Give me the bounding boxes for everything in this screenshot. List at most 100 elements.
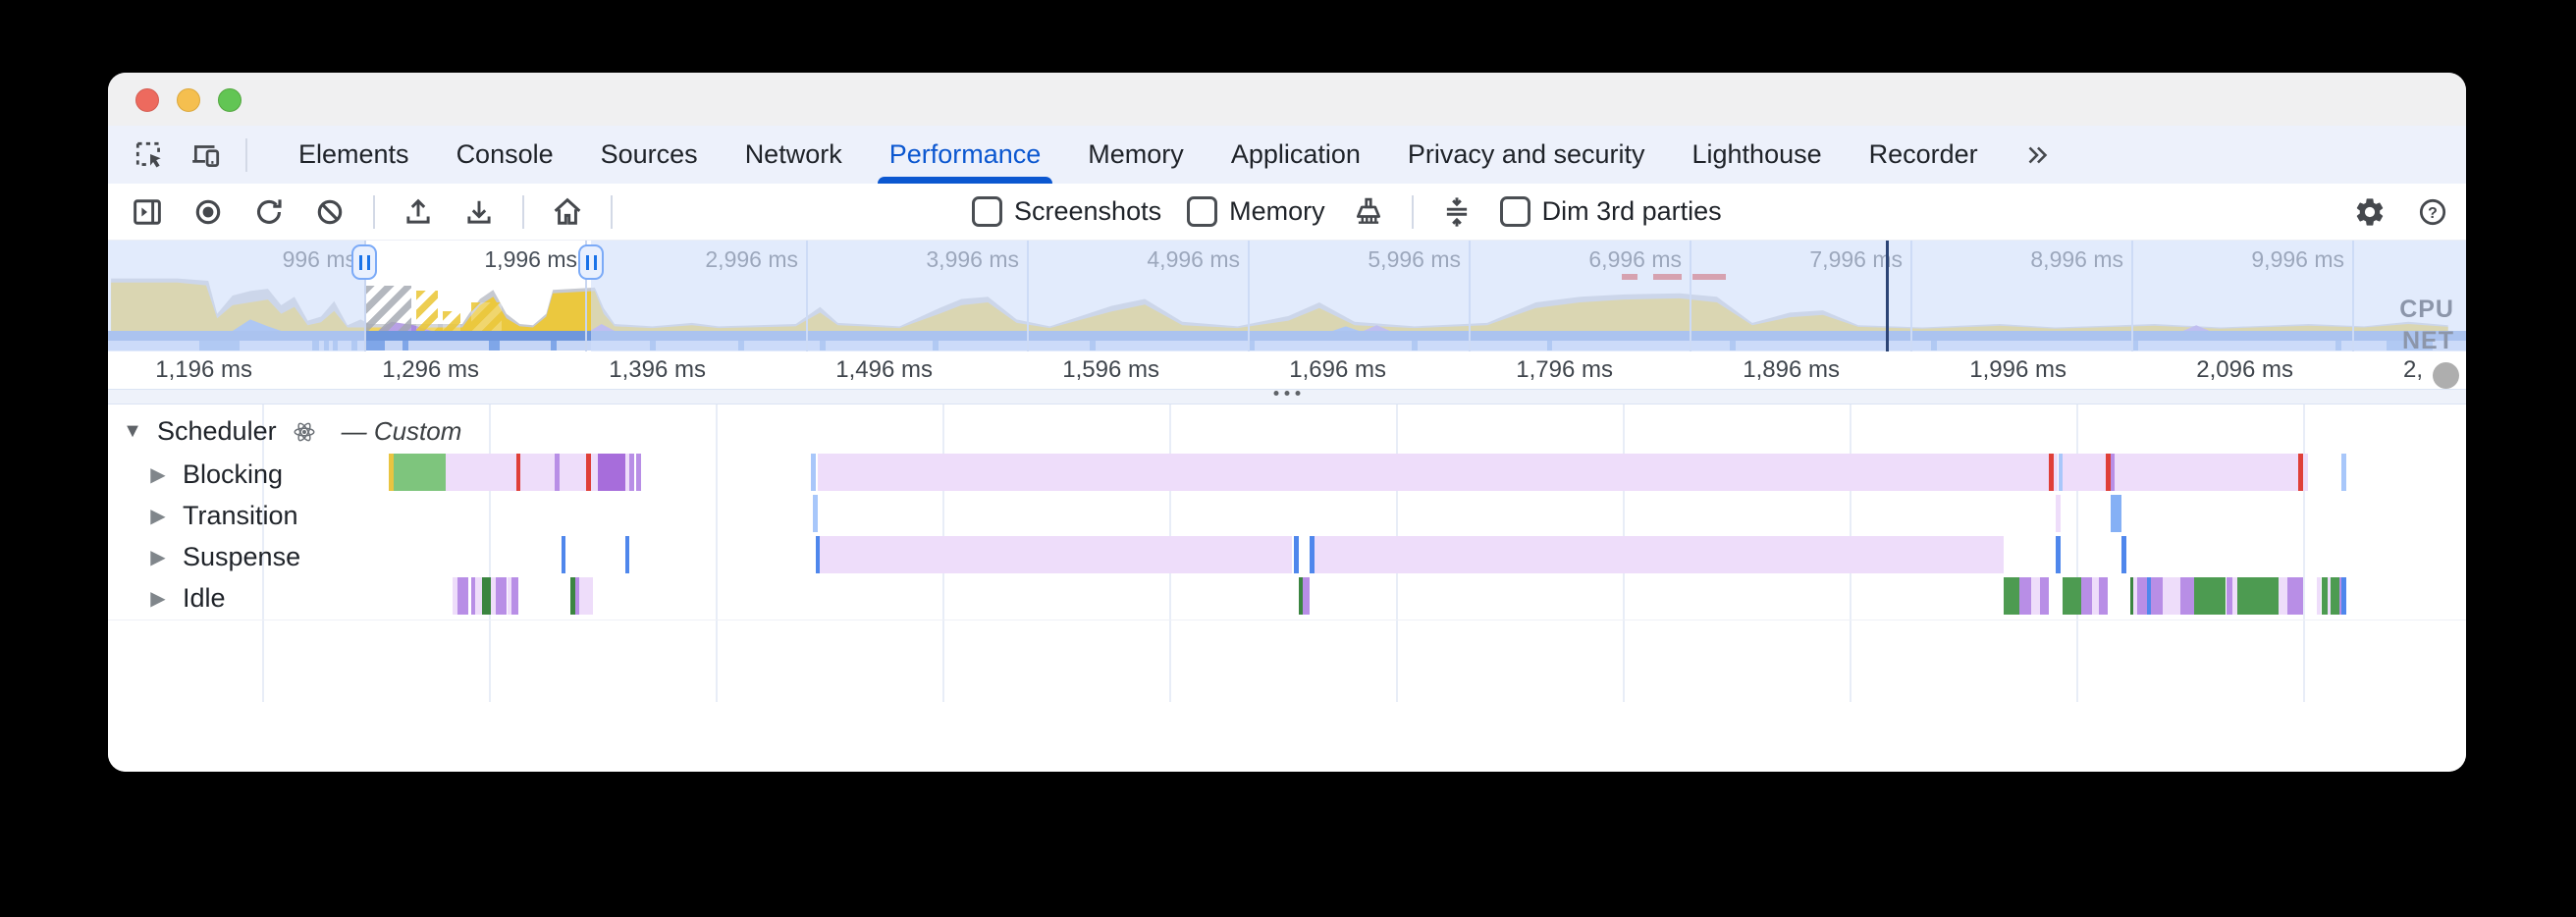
tab-privacy-and-security[interactable]: Privacy and security: [1407, 139, 1645, 169]
flame-entry[interactable]: [507, 577, 512, 615]
flame-entry[interactable]: [2004, 577, 2020, 615]
flame-entry[interactable]: [2341, 577, 2346, 615]
tab-memory[interactable]: Memory: [1088, 139, 1184, 169]
flame-entry[interactable]: [815, 536, 821, 573]
track-scheduler-header[interactable]: ▼ Scheduler — Custom: [122, 416, 461, 447]
tab-console[interactable]: Console: [456, 139, 554, 169]
track-label-idle[interactable]: ▶ Idle: [147, 583, 225, 614]
flame-entry[interactable]: [574, 577, 580, 615]
flame-entry[interactable]: [495, 577, 508, 615]
inspect-icon[interactable]: [132, 137, 167, 173]
flame-entry[interactable]: [2092, 577, 2100, 615]
flame-entry[interactable]: [394, 454, 447, 491]
flame-entry[interactable]: [2115, 454, 2299, 491]
panel-toggle-icon[interactable]: [130, 194, 165, 230]
flame-entry[interactable]: [2330, 577, 2339, 615]
flame-entry[interactable]: [1310, 536, 1315, 573]
flame-entry[interactable]: [2339, 577, 2342, 615]
flame-entry[interactable]: [2321, 577, 2329, 615]
help-icon[interactable]: ?: [2415, 194, 2450, 230]
flame-entry[interactable]: [1298, 577, 1304, 615]
tab-application[interactable]: Application: [1230, 139, 1361, 169]
garbage-broom-icon[interactable]: [1351, 194, 1386, 230]
flame-entry[interactable]: [446, 454, 516, 491]
flame-entry[interactable]: [2130, 577, 2133, 615]
flame-entry[interactable]: [624, 536, 630, 573]
flame-entry[interactable]: [475, 577, 482, 615]
flame-entry[interactable]: [2049, 454, 2054, 491]
expand-triangle-icon[interactable]: ▶: [150, 464, 166, 486]
screenshots-checkbox-group[interactable]: Screenshots: [972, 196, 1161, 227]
tab-performance[interactable]: Performance: [866, 126, 1065, 184]
screenshots-checkbox[interactable]: [972, 196, 1002, 227]
selection-handle-right[interactable]: [578, 244, 605, 280]
flame-entry[interactable]: [2110, 495, 2122, 532]
flame-entry[interactable]: [597, 454, 625, 491]
flame-entry[interactable]: [2063, 577, 2081, 615]
flame-entry[interactable]: [555, 454, 560, 491]
flame-entry[interactable]: [629, 454, 634, 491]
flame-entry[interactable]: [586, 454, 591, 491]
flame-entry[interactable]: [2226, 577, 2233, 615]
expand-triangle-icon[interactable]: ▶: [150, 588, 166, 610]
flame-entry[interactable]: [2194, 577, 2227, 615]
memory-checkbox[interactable]: [1187, 196, 1218, 227]
flame-entry[interactable]: [624, 454, 630, 491]
flame-entry[interactable]: [818, 454, 2050, 491]
flame-entry[interactable]: [561, 536, 566, 573]
zoom-button[interactable]: [218, 88, 242, 112]
flame-entry[interactable]: [2151, 577, 2163, 615]
flame-entry[interactable]: [2316, 577, 2322, 615]
flame-entry[interactable]: [636, 454, 641, 491]
flame-entry[interactable]: [520, 454, 555, 491]
upload-icon[interactable]: [401, 194, 436, 230]
flame-entry[interactable]: [820, 536, 1292, 573]
download-icon[interactable]: [461, 194, 497, 230]
flame-entry[interactable]: [2040, 577, 2050, 615]
flame-entry[interactable]: [2303, 454, 2308, 491]
expand-triangle-icon[interactable]: ▶: [150, 547, 166, 568]
collapse-icon[interactable]: [1439, 194, 1475, 230]
close-button[interactable]: [135, 88, 159, 112]
flame-entry[interactable]: [453, 577, 457, 615]
flame-entry[interactable]: [811, 454, 816, 491]
flame-entry[interactable]: [515, 454, 521, 491]
flame-entry[interactable]: [2053, 454, 2059, 491]
collapse-triangle-icon[interactable]: ▼: [123, 420, 142, 442]
flame-entry[interactable]: [2180, 577, 2195, 615]
flame-entry[interactable]: [2162, 577, 2181, 615]
flame-entry[interactable]: [579, 577, 594, 615]
memory-checkbox-group[interactable]: Memory: [1187, 196, 1325, 227]
flame-entry[interactable]: [2232, 577, 2237, 615]
flame-entry[interactable]: [590, 454, 598, 491]
clear-icon[interactable]: [312, 194, 348, 230]
flame-entry[interactable]: [2030, 577, 2040, 615]
flame-entry[interactable]: [2019, 577, 2031, 615]
flame-entry[interactable]: [2146, 577, 2152, 615]
expand-triangle-icon[interactable]: ▶: [150, 506, 166, 527]
device-toolbar-icon[interactable]: [188, 137, 224, 173]
flame-chart[interactable]: ▼ Scheduler — Custom ▶ Blocking ▶ Transi…: [108, 405, 2466, 704]
flame-entry[interactable]: [1294, 536, 1299, 573]
track-label-transition[interactable]: ▶ Transition: [147, 501, 297, 531]
flame-entry[interactable]: [2106, 454, 2111, 491]
home-icon[interactable]: [550, 194, 585, 230]
track-label-suspense[interactable]: ▶ Suspense: [147, 542, 300, 572]
flame-entry[interactable]: [2110, 454, 2116, 491]
flame-entry[interactable]: [1303, 577, 1311, 615]
flame-entry[interactable]: [456, 577, 469, 615]
flame-entry[interactable]: [2056, 495, 2061, 532]
flame-entry[interactable]: [2080, 577, 2093, 615]
panel-resize-handle[interactable]: [108, 389, 2466, 405]
flame-entry[interactable]: [2132, 577, 2138, 615]
flame-entry[interactable]: [2121, 536, 2126, 573]
record-icon[interactable]: [190, 194, 226, 230]
flame-entry[interactable]: [2341, 454, 2346, 491]
capture-settings-gear-icon[interactable]: [2352, 194, 2388, 230]
flame-entry[interactable]: [2286, 577, 2303, 615]
timeline-overview[interactable]: 996 ms1,996 ms2,996 ms3,996 ms4,996 ms5,…: [108, 240, 2466, 352]
flame-entry[interactable]: [813, 495, 818, 532]
flame-entry[interactable]: [2278, 577, 2287, 615]
scrollbar-thumb[interactable]: [2433, 362, 2459, 389]
